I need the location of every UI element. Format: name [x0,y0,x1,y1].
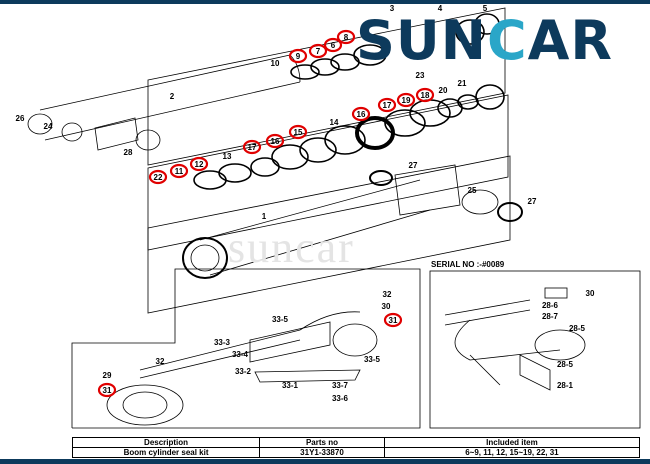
part-label: 11 [175,167,184,176]
part-label: 28-7 [542,312,559,321]
part-label: 18 [421,91,430,100]
col-parts-no: Parts no [259,437,385,448]
highlight-circle [288,124,308,140]
part-label: 31 [389,316,398,325]
part-label: 28 [124,148,133,157]
watermark: suncar [228,223,355,272]
part-label: 30 [586,289,595,298]
part-label: 33-2 [235,367,252,376]
table-row: Boom cylinder seal kit 31Y1-33870 6~9, 1… [71,447,641,458]
part-label: 28-5 [557,360,574,369]
cell-parts-no: 31Y1-33870 [259,447,385,458]
part-label: 1 [262,212,267,221]
highlight-circle [396,92,416,108]
part-label: 33-4 [232,350,249,359]
part-label: 15 [294,128,303,137]
part-label: 33-6 [332,394,349,403]
part-label: 29 [103,371,112,380]
part-label: 28-6 [542,301,559,310]
highlight-circle [97,382,117,398]
part-label: 31 [103,386,112,395]
highlight-circle [383,312,403,328]
highlight-circle [415,87,435,103]
highlight-circle [377,97,397,113]
bottom-border [0,459,650,464]
part-label: 25 [468,186,477,195]
part-label: 17 [383,101,392,110]
part-label: 33-5 [364,355,381,364]
part-label: 16 [271,137,280,146]
col-included-item: Included item [383,437,641,448]
part-label: 17 [248,143,257,152]
part-label: 8 [344,33,349,42]
part-label: 19 [402,96,411,105]
part-label: 2 [170,92,175,101]
seal-kit-table: Description Parts no Included item Boom … [71,437,641,458]
part-label: 20 [439,86,448,95]
cell-included-item: 6~9, 11, 12, 15~19, 22, 31 [383,447,641,458]
highlight-circle [169,163,189,179]
part-label: 33-7 [332,381,349,390]
part-label: 16 [357,110,366,119]
part-label: 33-5 [272,315,289,324]
part-label: 33-1 [282,381,299,390]
table-header-row: Description Parts no Included item [71,437,641,448]
part-label: 14 [330,118,339,127]
part-label: 10 [271,59,280,68]
part-label: 33-3 [214,338,231,347]
part-label: 9 [296,52,301,61]
part-label: 32 [383,290,392,299]
part-label: 32 [156,357,165,366]
part-label: 27 [528,197,537,206]
part-label: 23 [416,71,425,80]
highlight-circle [351,106,371,122]
highlight-circle [336,29,356,45]
cell-description: Boom cylinder seal kit [71,447,261,458]
part-label: 30 [382,302,391,311]
suncar-logo: SUNCAR [356,9,613,72]
part-label: 7 [316,47,321,56]
detail-box-right [429,270,641,429]
part-label: 24 [44,122,53,131]
serial-number-label: SERIAL NO :-#0089 [431,260,505,269]
highlight-circle [265,133,285,149]
panel-tube [147,155,511,314]
part-label: 27 [409,161,418,170]
top-border [0,0,650,4]
highlight-circle [242,139,262,155]
part-label: 22 [154,173,163,182]
part-label: 13 [223,152,232,161]
highlight-circle [323,37,343,53]
part-label: 21 [458,79,467,88]
part-label: 12 [195,160,204,169]
detail-box-left [71,268,421,429]
part-label: 5 [483,4,488,13]
panel-rod-seals [147,7,506,166]
part-label: 6 [331,41,336,50]
part-label: 26 [16,114,25,123]
part-label: 4 [438,4,443,13]
part-label: 28-1 [557,381,574,390]
part-label: 28-5 [569,324,586,333]
panel-piston-seals [147,94,509,251]
col-description: Description [71,437,261,448]
part-label: 3 [390,4,395,13]
highlight-circle [148,169,168,185]
highlight-circle [308,43,328,59]
highlight-circle [189,156,209,172]
highlight-circle [288,48,308,64]
